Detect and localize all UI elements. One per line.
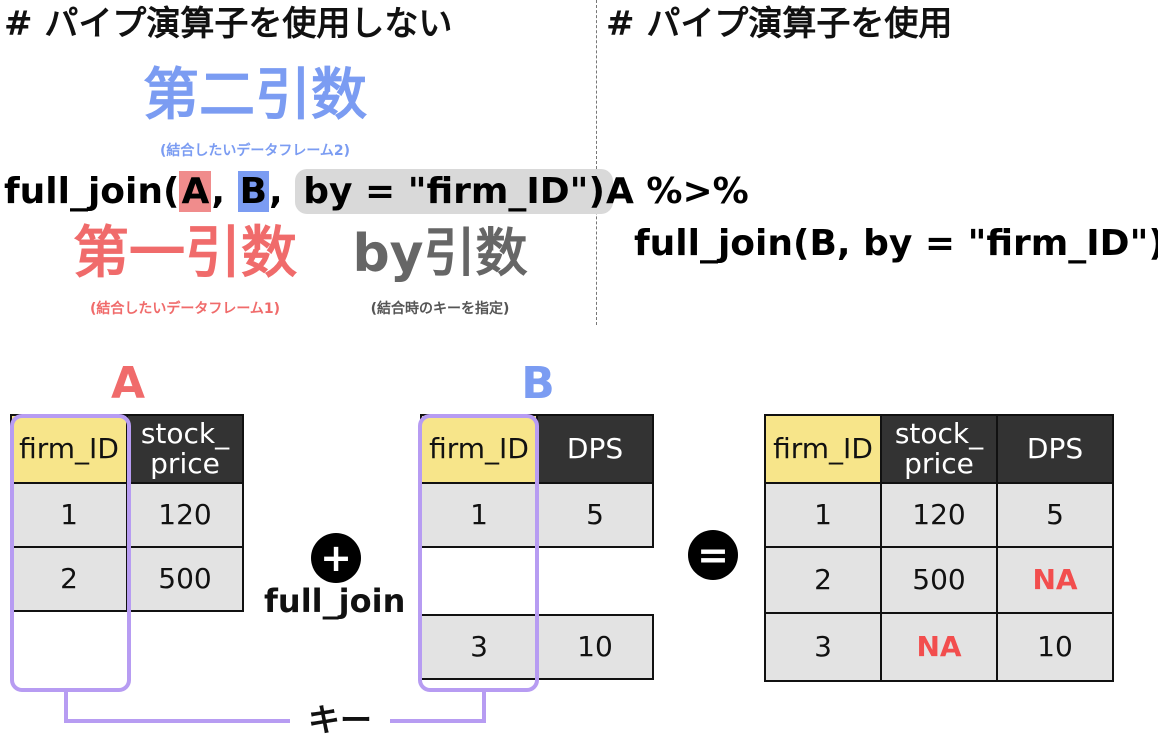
result-cell: 120 (880, 482, 998, 548)
first-arg-note: (結合したいデータフレーム1) (89, 301, 281, 317)
second-arg-title: 第二引数 (143, 63, 367, 128)
table-a-key-highlight (10, 414, 131, 692)
by-arg-title: by引数 (352, 224, 528, 284)
table-b-label: B (521, 358, 555, 409)
result-cell: 500 (880, 546, 998, 614)
result-cell-na: NA (880, 612, 998, 682)
right-heading: # パイプ演算子を使用 (606, 4, 953, 44)
plus-icon: + (311, 533, 361, 583)
pipe-code-line2: full_join(B, by = "firm_ID") (634, 223, 1158, 264)
table-b-cell: 5 (536, 482, 654, 548)
table-b-cell: 10 (536, 614, 654, 680)
code-sep2: , (269, 171, 296, 212)
code-sep1: , (211, 171, 238, 212)
equals-icon: = (688, 530, 738, 580)
operator-label: full_join (264, 582, 406, 620)
result-cell: 10 (996, 612, 1114, 682)
result-header-stock-price: stock_ price (880, 414, 998, 484)
table-b-header-firm-id: firm_ID (420, 414, 538, 484)
second-arg-note: (結合したいデータフレーム2) (159, 143, 351, 159)
code-arg-by: by = "firm_ID") (295, 169, 613, 214)
pipe-code-line1: A %>% (606, 171, 749, 212)
table-a-cell: 500 (126, 546, 244, 612)
section-divider (596, 0, 597, 325)
key-label: キー (307, 701, 372, 739)
result-cell: 5 (996, 482, 1114, 548)
left-heading: # パイプ演算子を使用しない (4, 4, 453, 44)
table-b-key-highlight (418, 414, 539, 692)
by-arg-note: (結合時のキーを指定) (370, 301, 510, 317)
code-arg-b: B (237, 171, 270, 212)
result-header-firm-id: firm_ID (764, 414, 882, 484)
code-func: full_join( (4, 171, 180, 212)
result-cell-na: NA (996, 546, 1114, 614)
code-arg-a: A (179, 171, 212, 212)
table-a-label: A (110, 358, 146, 409)
full-join-code: full_join(A, B, by = "firm_ID") (4, 169, 613, 214)
table-b-cell: 1 (420, 482, 538, 548)
first-arg-title: 第一引数 (73, 221, 297, 286)
